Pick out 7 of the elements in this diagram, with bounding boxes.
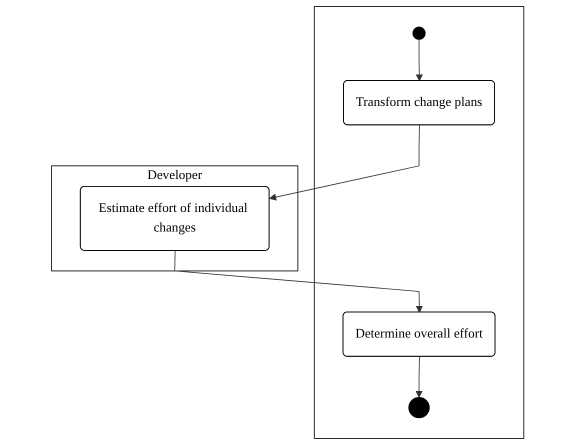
node-circle [408,396,430,418]
node-circle [412,26,426,40]
arrow [416,39,424,82]
arrow [174,250,424,313]
cluster [314,6,525,439]
arrow [416,356,423,398]
arrow [270,124,420,201]
